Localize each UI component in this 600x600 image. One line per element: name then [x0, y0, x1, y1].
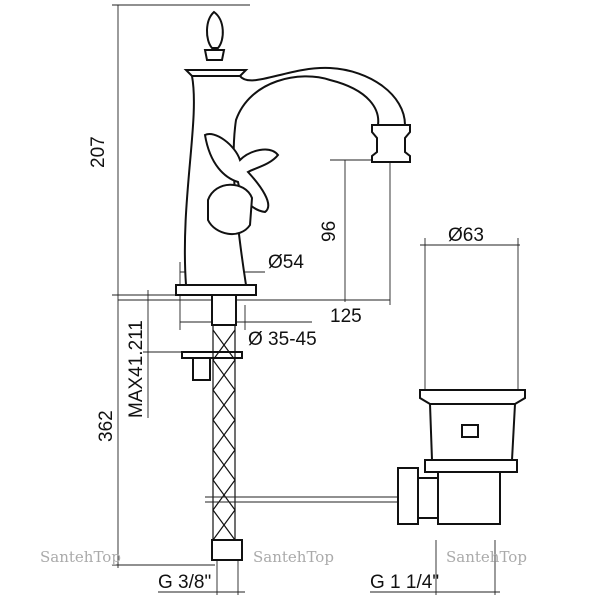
dim-207: 207	[88, 136, 109, 168]
dim-max-thickness: MAX41.211	[126, 320, 147, 418]
dimension-lines	[112, 4, 520, 595]
dim-hole-diameter: Ø 35-45	[248, 329, 317, 350]
dim-inlet-thread: G 3/8"	[158, 572, 211, 593]
watermark: SantehTop	[446, 548, 527, 566]
mounting-hardware	[181, 294, 400, 561]
watermark: SantehTop	[40, 548, 121, 566]
dim-drain-diameter: Ø63	[448, 225, 484, 246]
faucet-body	[175, 10, 411, 296]
drain	[397, 389, 526, 525]
dim-96: 96	[319, 221, 340, 242]
dim-125: 125	[330, 306, 362, 327]
dim-drain-thread: G 1 1/4"	[370, 572, 439, 593]
dim-362: 362	[96, 410, 117, 442]
watermark: SantehTop	[253, 548, 334, 566]
dim-base-diameter: Ø54	[268, 252, 304, 273]
